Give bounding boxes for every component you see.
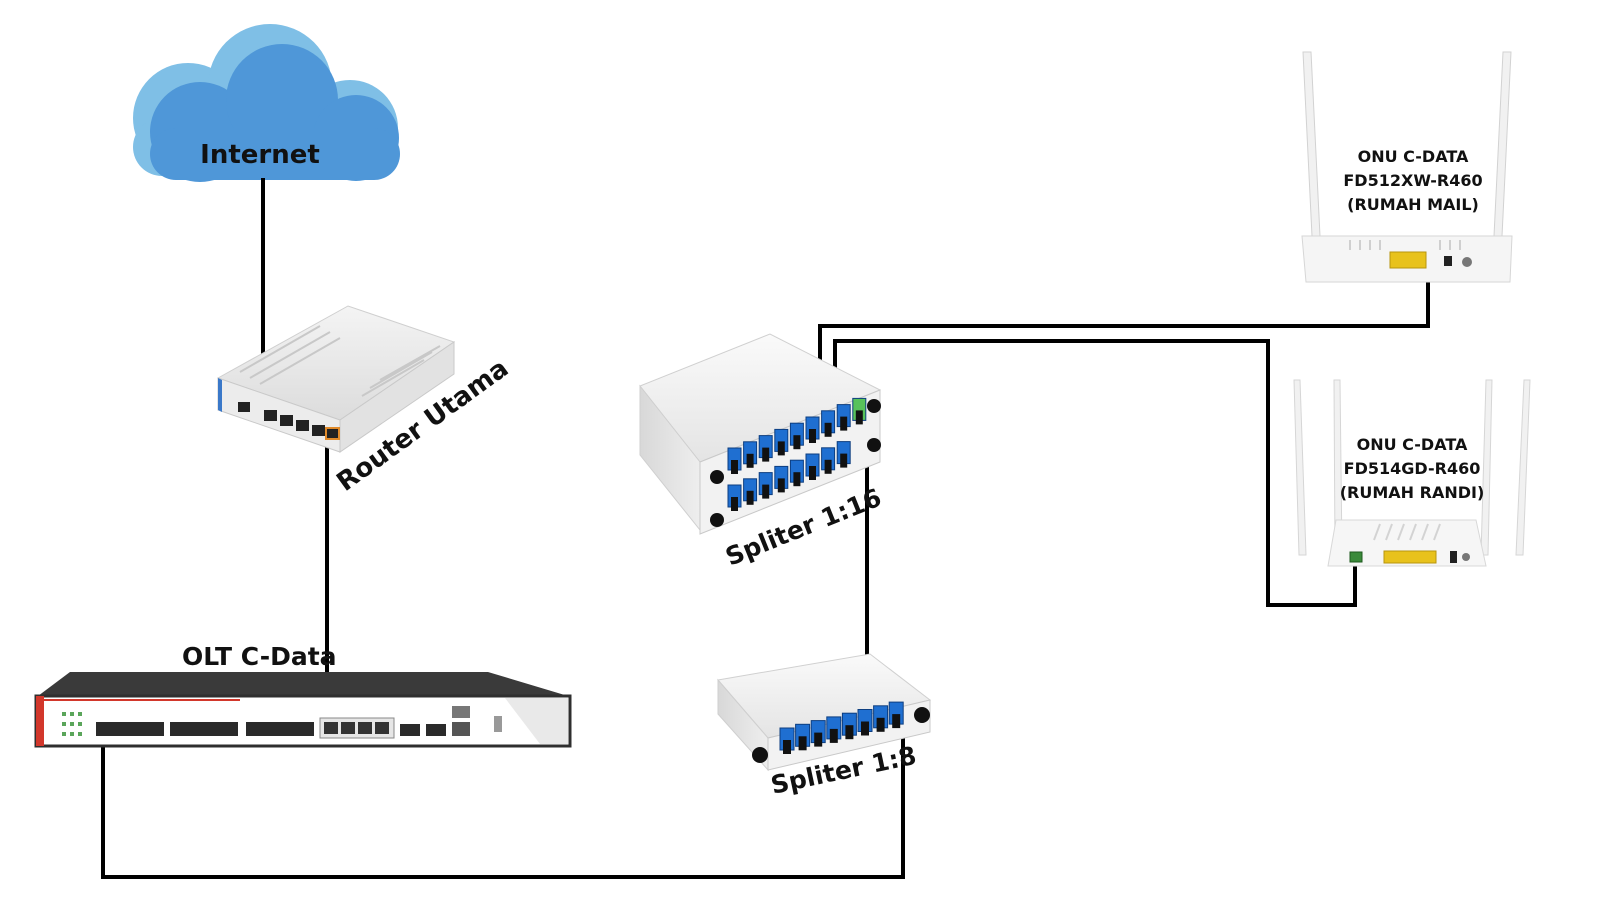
fiber-connector-boot	[746, 490, 754, 505]
onu-1-device	[1301, 51, 1513, 283]
fiber-connector-boot	[777, 441, 785, 456]
onu-2-label-line3: (RUMAH RANDI)	[1340, 483, 1485, 502]
olt-label: OLT C-Data	[182, 642, 337, 671]
fiber-connector-boot	[746, 453, 754, 468]
splitter-1-8-device	[717, 653, 932, 772]
fiber-connector-boot	[845, 725, 854, 740]
fiber-connector-boot	[731, 497, 738, 511]
fiber-connector-boot	[876, 717, 885, 732]
cable-splitter16-onu2	[833, 339, 1357, 607]
fiber-connector-boot	[892, 714, 901, 729]
router-utama-device	[216, 305, 456, 453]
splitter16-port-row-top	[727, 397, 867, 474]
fiber-connector-boot	[762, 447, 770, 462]
fiber-connector-boot	[824, 459, 832, 474]
olt-device	[34, 672, 572, 748]
onu-1-label-line2: FD512XW-R460	[1343, 171, 1482, 190]
fiber-connector-boot	[731, 460, 738, 474]
fiber-connector-boot	[762, 484, 770, 499]
fiber-connector-boot	[840, 416, 848, 431]
splitter8-port-row	[779, 701, 904, 754]
fiber-connector-boot	[809, 466, 816, 480]
splitter16-port-row-bottom	[727, 441, 851, 511]
splitter-1-16-device	[639, 333, 882, 535]
fiber-connector-boot	[824, 422, 832, 437]
fiber-connector-boot	[783, 740, 791, 754]
cable-olt-splitter8	[101, 718, 905, 879]
fiber-connector-boot	[829, 728, 838, 743]
onu-2-label-line1: ONU C-DATA	[1357, 435, 1468, 454]
internet-label: Internet	[200, 140, 320, 170]
fiber-connector-boot	[793, 435, 801, 450]
onu-2-device	[1293, 379, 1531, 567]
fiber-connector-boot	[814, 732, 823, 747]
onu-2-label-line2: FD514GD-R460	[1344, 459, 1481, 478]
fiber-connector-boot	[798, 736, 807, 751]
fiber-connector-boot	[840, 453, 848, 468]
fiber-connector-boot	[861, 721, 869, 736]
onu-1-label-line3: (RUMAH MAIL)	[1347, 195, 1479, 214]
fiber-connector-boot	[855, 410, 863, 425]
fiber-connector-boot	[809, 429, 816, 443]
fiber-connector-boot	[793, 472, 801, 487]
onu-1-label-line1: ONU C-DATA	[1358, 147, 1469, 166]
internet-cloud-icon	[133, 24, 400, 182]
fiber-connector-boot	[777, 478, 785, 493]
